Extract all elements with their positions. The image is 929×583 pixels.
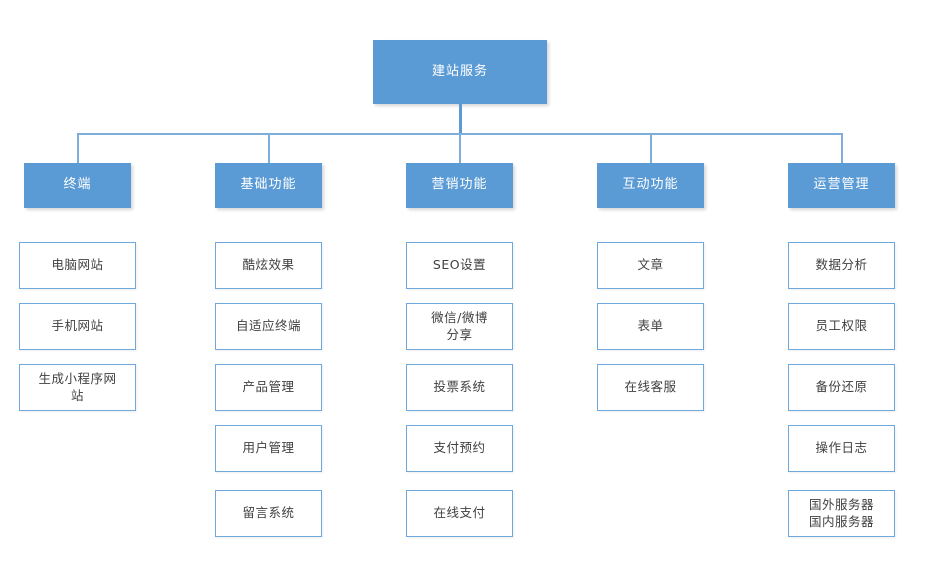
leaf-box-3-1[interactable]: SEO设置 [406,242,513,289]
leaf-box-2-5-label: 留言系统 [242,505,295,521]
leaf-box-1-2-label: 手机网站 [51,318,104,334]
column-header-2[interactable]: 基础功能 [215,163,322,208]
root-node-label: 建站服务 [431,64,488,80]
column-header-1-label: 终端 [63,177,92,193]
leaf-box-4-2[interactable]: 表单 [597,303,704,350]
column-header-3-label: 营销功能 [431,177,488,193]
leaf-box-1-1-label: 电脑网站 [51,257,104,273]
leaf-box-2-5[interactable]: 留言系统 [215,490,322,537]
column-header-4[interactable]: 互动功能 [597,163,704,208]
connector-drop-3 [459,133,461,165]
column-header-2-label: 基础功能 [240,177,297,193]
leaf-box-2-2-label: 自适应终端 [235,318,301,334]
leaf-box-3-3-label: 投票系统 [433,379,486,395]
leaf-box-4-1[interactable]: 文章 [597,242,704,289]
leaf-box-4-3[interactable]: 在线客服 [597,364,704,411]
leaf-box-1-1[interactable]: 电脑网站 [19,242,136,289]
leaf-box-2-2[interactable]: 自适应终端 [215,303,322,350]
leaf-box-5-3[interactable]: 备份还原 [788,364,895,411]
leaf-box-2-4-label: 用户管理 [242,440,295,456]
leaf-box-5-2[interactable]: 员工权限 [788,303,895,350]
leaf-box-5-4[interactable]: 操作日志 [788,425,895,472]
column-header-1[interactable]: 终端 [24,163,131,208]
connector-drop-1 [77,133,79,165]
column-header-5[interactable]: 运营管理 [788,163,895,208]
connector-drop-2 [268,133,270,165]
leaf-box-5-5-label: 国外服务器 国内服务器 [808,496,874,529]
leaf-box-5-4-label: 操作日志 [815,440,868,456]
leaf-box-4-2-label: 表单 [637,318,664,334]
leaf-box-3-3[interactable]: 投票系统 [406,364,513,411]
connector-root-stem [459,104,462,134]
leaf-box-3-1-label: SEO设置 [432,257,487,273]
leaf-box-5-5[interactable]: 国外服务器 国内服务器 [788,490,895,537]
connector-drop-5 [841,133,843,165]
leaf-box-3-4-label: 支付预约 [433,440,486,456]
leaf-box-2-3[interactable]: 产品管理 [215,364,322,411]
leaf-box-3-2-label: 微信/微博 分享 [431,309,488,342]
leaf-box-5-1-label: 数据分析 [815,257,868,273]
leaf-box-1-3[interactable]: 生成小程序网 站 [19,364,136,411]
leaf-box-5-3-label: 备份还原 [815,379,868,395]
column-header-4-label: 互动功能 [622,177,679,193]
leaf-box-2-3-label: 产品管理 [242,379,295,395]
column-header-3[interactable]: 营销功能 [406,163,513,208]
leaf-box-5-1[interactable]: 数据分析 [788,242,895,289]
leaf-box-3-4[interactable]: 支付预约 [406,425,513,472]
leaf-box-2-1-label: 酷炫效果 [242,257,295,273]
leaf-box-1-2[interactable]: 手机网站 [19,303,136,350]
column-header-5-label: 运营管理 [813,177,870,193]
leaf-box-4-3-label: 在线客服 [624,379,677,395]
leaf-box-2-4[interactable]: 用户管理 [215,425,322,472]
leaf-box-4-1-label: 文章 [637,257,664,273]
root-node[interactable]: 建站服务 [373,40,547,104]
leaf-box-1-3-label: 生成小程序网 站 [38,370,117,403]
connector-drop-4 [650,133,652,165]
leaf-box-3-5[interactable]: 在线支付 [406,490,513,537]
leaf-box-3-2[interactable]: 微信/微博 分享 [406,303,513,350]
leaf-box-5-2-label: 员工权限 [815,318,868,334]
leaf-box-3-5-label: 在线支付 [433,505,486,521]
leaf-box-2-1[interactable]: 酷炫效果 [215,242,322,289]
